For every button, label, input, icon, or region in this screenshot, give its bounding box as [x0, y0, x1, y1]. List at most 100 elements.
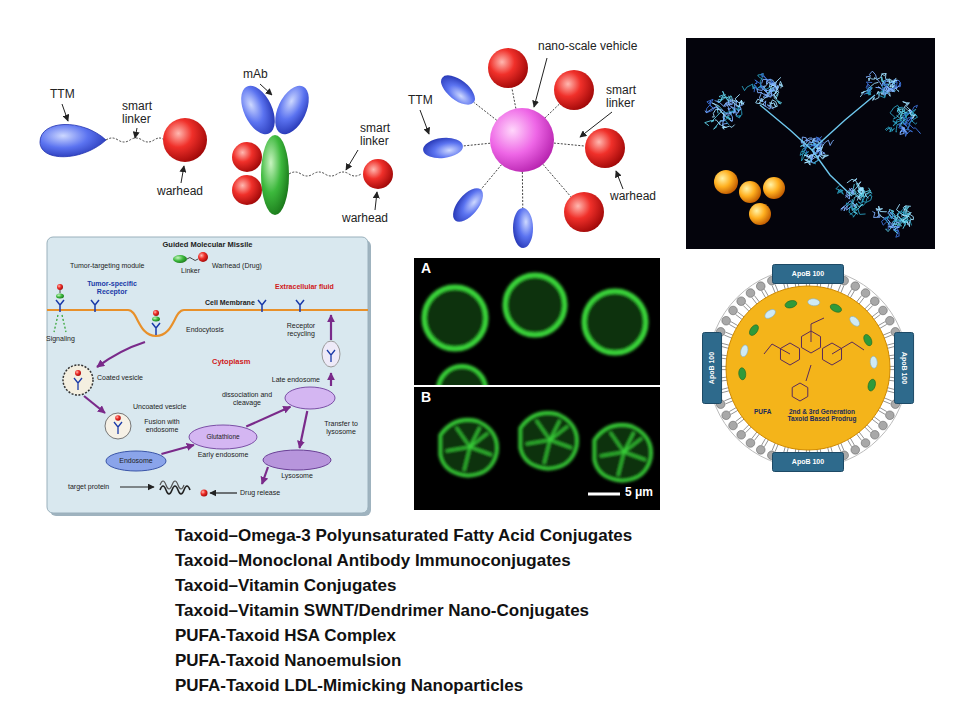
antibody-render: [732, 94, 744, 107]
component-label: smart linker: [360, 122, 404, 148]
ldl-particle-outline: [739, 344, 749, 357]
endosome-ellipse: Late endosome: [284, 386, 336, 410]
component-label: TTM: [50, 88, 75, 101]
antibody-render: [706, 99, 717, 112]
cell-uptake-panel: [47, 237, 371, 516]
ttm-warhead-conjugate: [106, 138, 164, 142]
nano-vehicle-conjugate: [488, 48, 528, 88]
ldl-shell: [861, 439, 870, 448]
component-label: warhead: [342, 212, 388, 225]
ldl-particle-outline: [726, 286, 890, 450]
nano-vehicle-conjugate: [436, 70, 480, 110]
component-label: nano-scale vehicle: [538, 40, 637, 53]
node-text: Late endosome: [272, 376, 320, 384]
ldl-particle-outline: [708, 268, 908, 468]
process-label: Linker: [181, 267, 200, 275]
node-text: 2nd & 3rd Generation Taxoid Based Prodru…: [786, 408, 858, 423]
microscopy-panel: [438, 366, 486, 385]
node-text: Endosome: [119, 457, 152, 465]
edge-label: dissociation and cleavage: [218, 391, 276, 406]
cell-uptake-panel: [262, 467, 268, 484]
nano-vehicle-conjugate: [545, 104, 560, 118]
component-label: smart linker: [122, 100, 168, 126]
uptake-panel-outline: [47, 237, 368, 513]
antibody-render: [888, 222, 900, 229]
ldl-shell: [851, 282, 860, 291]
ldl-shell: [861, 289, 870, 298]
antibody-render: [714, 170, 738, 194]
microscopy-panel: [505, 275, 565, 335]
scale-label: 5 μm: [625, 486, 653, 499]
cell-uptake-panel: [201, 490, 208, 497]
antibody-render: [769, 100, 777, 108]
nano-vehicle-conjugate: [422, 136, 464, 160]
cell-uptake-panel: [160, 481, 184, 489]
apob-box: ApoB 100: [702, 332, 722, 404]
apob-box-outline: [773, 265, 844, 284]
cell-uptake-panel: [198, 252, 208, 262]
cell-uptake-panel: [322, 341, 340, 367]
antibody-render: [901, 206, 910, 228]
antibody-conjugate: [363, 159, 393, 189]
ldl-particle-outline: [806, 365, 811, 381]
apob-box: ApoB 100: [772, 264, 844, 284]
endosome-ellipse-outline: [285, 387, 335, 409]
antibody-render: [876, 206, 886, 218]
antibody-render: [883, 87, 893, 95]
antibody-render: [866, 87, 872, 95]
ldl-shell: [871, 297, 880, 306]
cell-uptake-panel: [187, 258, 198, 261]
microscopy-panel: [424, 275, 646, 385]
ldl-shell: [756, 282, 765, 291]
ldl-shell: [737, 431, 746, 440]
microscopy-panel: [414, 258, 660, 510]
panel-letter: A: [421, 261, 431, 276]
endosome-ellipse: Endosome: [105, 450, 167, 472]
ldl-shell: [879, 306, 888, 315]
ldl-shell: [709, 269, 907, 467]
ldl-shell: [737, 297, 746, 306]
ldl-shell: [729, 421, 738, 430]
ldl-particle-outline: [829, 302, 843, 313]
cell-uptake-panel: [57, 284, 63, 290]
cell-uptake-panel: [115, 415, 121, 421]
antibody-conjugate: [232, 175, 262, 205]
cell-uptake-panel: [330, 373, 332, 386]
ldl-shell: [746, 439, 755, 448]
antibody-render: [903, 105, 917, 122]
node-text: ApoB 100: [792, 458, 824, 466]
cell-uptake-panel: [105, 413, 131, 439]
antibody-render: [705, 107, 732, 122]
conjugate-list-item: Taxoid–Vitamin SWNT/Dendrimer Nano-Conju…: [175, 602, 589, 621]
process-label: Uncoated vesicle: [133, 403, 186, 411]
nano-vehicle-conjugate: [554, 70, 594, 110]
lysosome-ellipse-outline: [263, 450, 331, 470]
component-label: warhead: [610, 190, 656, 203]
leader-arrow: [420, 58, 623, 189]
endosome-ellipse-outline: [189, 425, 257, 449]
ldl-particle-outline: [867, 378, 877, 391]
antibody-render: [760, 95, 875, 150]
antibody-render: [885, 73, 897, 87]
ldl-shell: [729, 306, 738, 315]
endosome-ellipse-outline: [106, 451, 166, 471]
component-label: warhead: [157, 185, 203, 198]
process-label: Signaling: [46, 335, 75, 343]
antibody-conjugate: [260, 84, 272, 95]
node-text: ApoB 100: [900, 352, 908, 384]
microscopy-panel: [440, 413, 651, 481]
antibody-render: [885, 127, 894, 132]
process-label: Endocytosis: [186, 326, 224, 334]
ldl-shell: [886, 316, 895, 325]
antibody-render: [812, 150, 852, 196]
antibody-render: [749, 203, 771, 225]
antibody-render: [846, 199, 865, 214]
nano-vehicle-conjugate: [474, 102, 497, 120]
nano-vehicle-conjugate: [522, 172, 523, 208]
edge-label: Transfer to lysosome: [318, 420, 364, 435]
nano-vehicle-conjugate: [422, 48, 625, 248]
node-text: ApoB 100: [708, 352, 716, 384]
microscopy-panel: [424, 287, 486, 349]
antibody-render: [897, 108, 907, 116]
endosome-ellipse: GlutathioneEarly endosome: [188, 424, 258, 450]
